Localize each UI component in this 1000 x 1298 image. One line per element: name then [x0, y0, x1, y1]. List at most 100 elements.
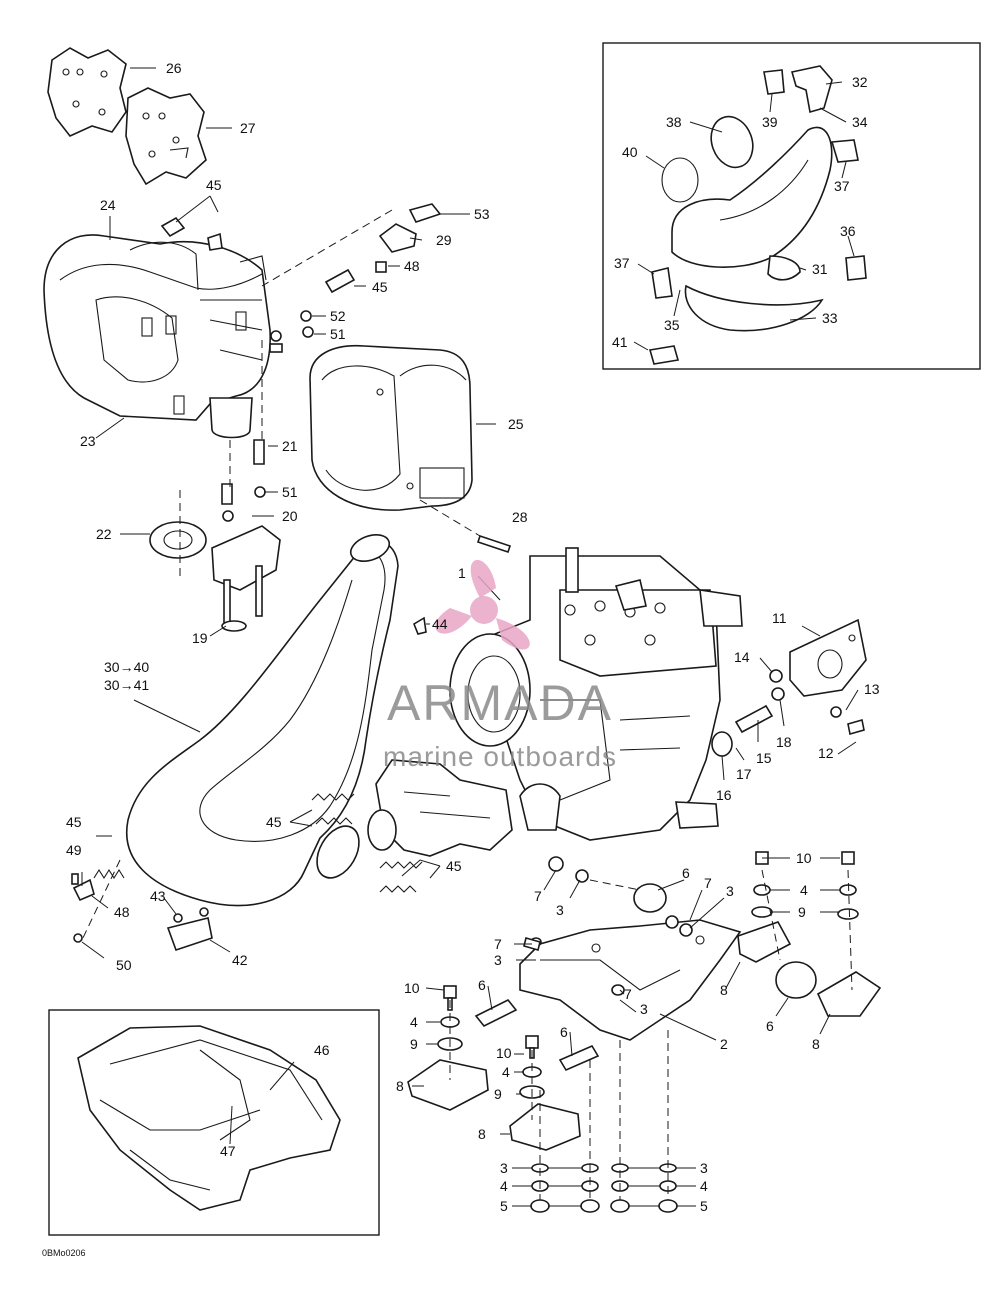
callout-53: 53 — [474, 206, 490, 222]
callout-6: 6 — [766, 1018, 774, 1034]
callout-50: 50 — [116, 957, 132, 973]
assembly-lines — [81, 209, 853, 1200]
callout-25: 25 — [508, 416, 524, 432]
callout-5: 5 — [700, 1198, 708, 1214]
callout-33: 33 — [822, 310, 838, 326]
callout-3: 3 — [726, 883, 734, 899]
callout-29: 29 — [436, 232, 452, 248]
callout-49: 49 — [66, 842, 82, 858]
fittings-12-18 — [711, 669, 865, 757]
callout-6: 6 — [560, 1024, 568, 1040]
callout-9: 9 — [410, 1036, 418, 1052]
callout-6: 6 — [478, 977, 486, 993]
callout-48: 48 — [114, 904, 130, 920]
propeller-logo — [435, 559, 530, 650]
callout-8: 8 — [478, 1126, 486, 1142]
callout-52: 52 — [330, 308, 346, 324]
callout-32: 32 — [852, 74, 868, 90]
callout-12: 12 — [818, 745, 834, 761]
callout-46: 46 — [314, 1042, 330, 1058]
callout-10: 10 — [496, 1045, 512, 1061]
callout-48: 48 — [404, 258, 420, 274]
inset-muffler-31 — [648, 65, 867, 365]
watermark-brand: ARMADA — [387, 675, 613, 731]
inset-box-hull-liner — [48, 1009, 380, 1236]
callout-4: 4 — [502, 1064, 510, 1080]
engine-block — [449, 547, 743, 841]
callout-44: 44 — [432, 616, 448, 632]
exhaust-manifold — [367, 759, 513, 857]
callout-47: 47 — [220, 1143, 236, 1159]
callout-3: 3 — [494, 952, 502, 968]
callout-3: 3 — [556, 902, 564, 918]
mount-brackets — [407, 921, 882, 1151]
callout-3: 3 — [640, 1001, 648, 1017]
callout-7: 7 — [704, 875, 712, 891]
callout-38: 38 — [666, 114, 682, 130]
callout-28: 28 — [512, 509, 528, 525]
callout-4: 4 — [800, 882, 808, 898]
callout-8: 8 — [396, 1078, 404, 1094]
callout-7: 7 — [534, 888, 542, 904]
callout-8: 8 — [812, 1036, 820, 1052]
callout-5: 5 — [500, 1198, 508, 1214]
callout-14: 14 — [734, 649, 750, 665]
callout-35: 35 — [664, 317, 680, 333]
callout-30-41: 30→41 — [104, 677, 149, 693]
bracket-11 — [789, 618, 867, 697]
callout-45: 45 — [66, 814, 82, 830]
callout-17: 17 — [736, 766, 752, 782]
callout-45: 45 — [372, 279, 388, 295]
callout-labels: 26 27 45 24 53 29 48 45 52 51 23 25 21 5… — [42, 60, 880, 1258]
hardware-stacks — [437, 851, 859, 1213]
callout-37: 37 — [834, 178, 850, 194]
callout-10: 10 — [404, 980, 420, 996]
callout-8: 8 — [720, 982, 728, 998]
callout-23: 23 — [80, 433, 96, 449]
callout-20: 20 — [282, 508, 298, 524]
callout-4: 4 — [500, 1178, 508, 1194]
callout-43: 43 — [150, 888, 166, 904]
watermark-tagline: marine outboards — [383, 741, 617, 772]
callout-10: 10 — [796, 850, 812, 866]
inset-box-muffler — [602, 42, 981, 370]
callout-39: 39 — [762, 114, 778, 130]
callout-51: 51 — [282, 484, 298, 500]
callout-34: 34 — [852, 114, 868, 130]
callout-9: 9 — [798, 904, 806, 920]
callout-37: 37 — [614, 255, 630, 271]
heat-shield-26 — [47, 47, 127, 137]
callout-45: 45 — [206, 177, 222, 193]
muffler-assembly — [43, 234, 271, 439]
engine-mount-plate — [519, 919, 742, 1041]
callout-19: 19 — [192, 630, 208, 646]
callout-6: 6 — [682, 865, 690, 881]
callout-7: 7 — [494, 936, 502, 952]
drawing-code: 0BMo0206 — [42, 1248, 86, 1258]
callout-3: 3 — [700, 1160, 708, 1176]
callout-7: 7 — [624, 986, 632, 1002]
callout-30-40: 30→40 — [104, 659, 149, 675]
callout-9: 9 — [494, 1086, 502, 1102]
callout-2: 2 — [720, 1036, 728, 1052]
callout-16: 16 — [716, 787, 732, 803]
callout-24: 24 — [100, 197, 116, 213]
callout-15: 15 — [756, 750, 772, 766]
callout-18: 18 — [776, 734, 792, 750]
callout-21: 21 — [282, 438, 298, 454]
callout-41: 41 — [612, 334, 628, 350]
callout-4: 4 — [410, 1014, 418, 1030]
callout-45: 45 — [266, 814, 282, 830]
inset-hull-liner — [77, 1025, 341, 1211]
callout-3: 3 — [500, 1160, 508, 1176]
muffler-mount — [149, 439, 281, 632]
rubber-mounts — [474, 883, 817, 1072]
callout-31: 31 — [812, 261, 828, 277]
callout-22: 22 — [96, 526, 112, 542]
springs — [93, 793, 423, 893]
callout-42: 42 — [232, 952, 248, 968]
heat-shield-27 — [125, 87, 207, 186]
callout-27: 27 — [240, 120, 256, 136]
callout-13: 13 — [864, 681, 880, 697]
